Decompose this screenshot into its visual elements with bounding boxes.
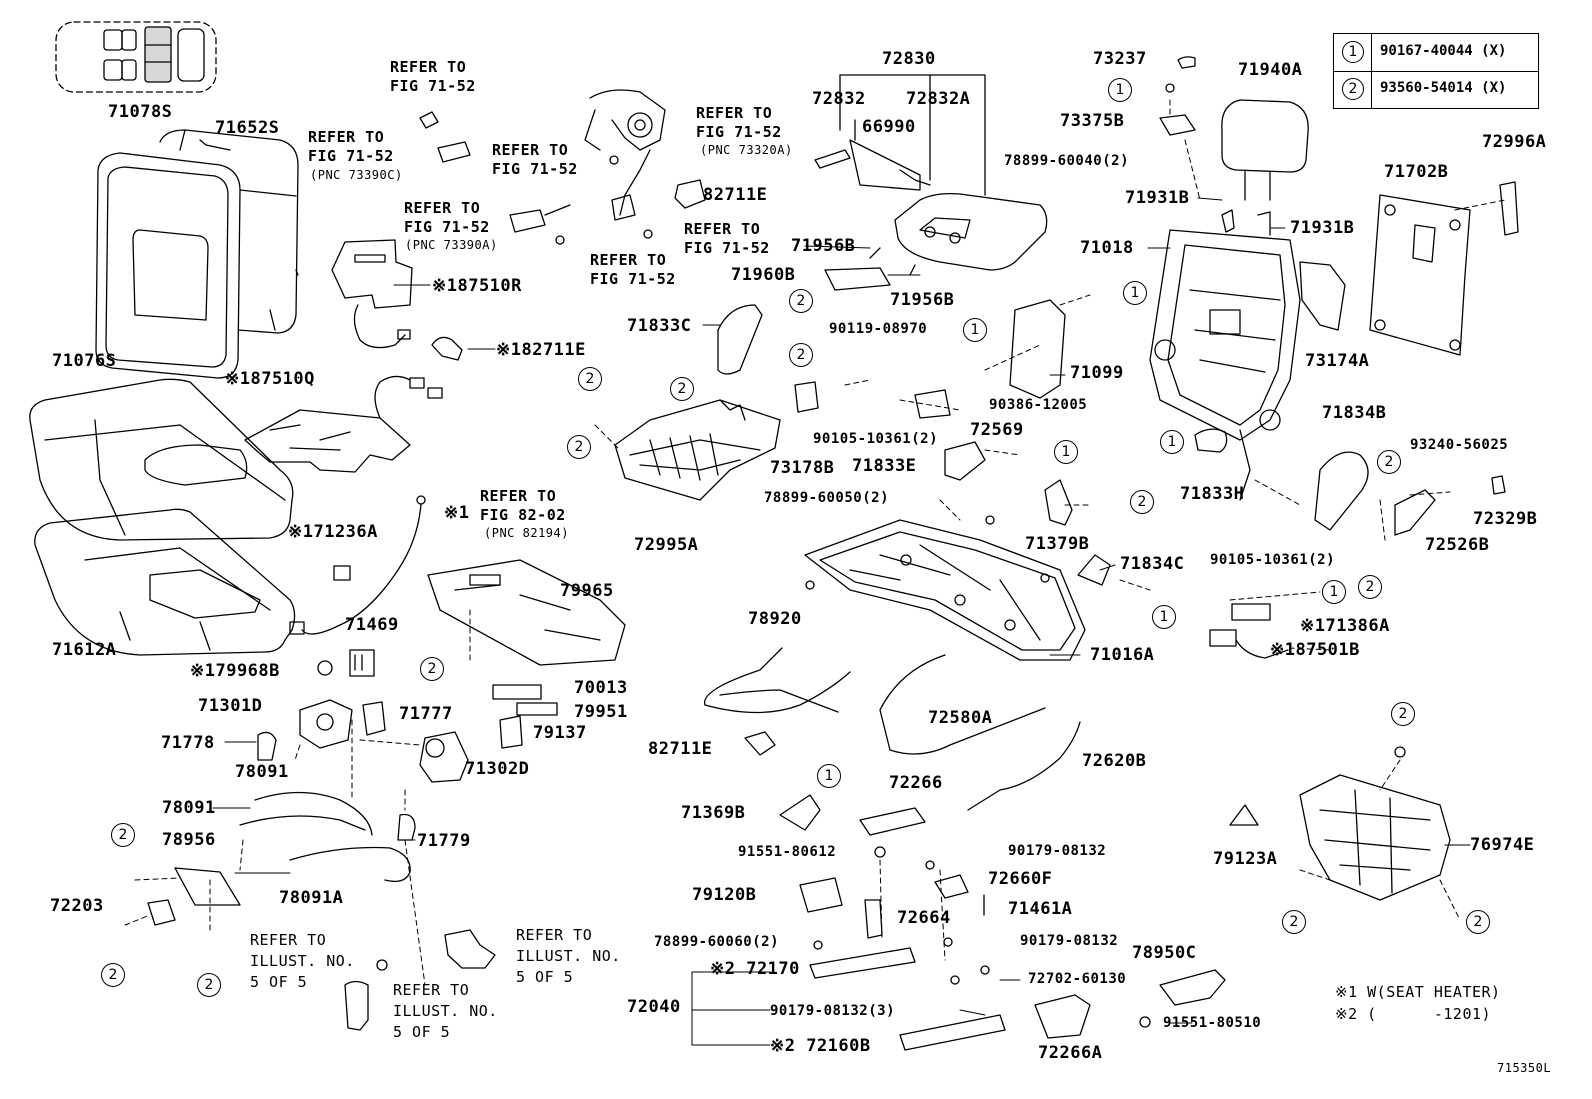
- cable-78920: [704, 647, 851, 714]
- fastener-callout: 1: [1108, 78, 1132, 102]
- recliner-cover-71834B: [1314, 451, 1369, 531]
- fastener-callout: 1: [963, 318, 987, 342]
- fastener-callout: 2: [789, 289, 813, 313]
- cushion-pan-72995A: [614, 399, 781, 501]
- legend-row-1: 1 90167-40044 (X): [1334, 34, 1538, 72]
- heater-unit-79965: [427, 559, 626, 666]
- seat-heater-back: [331, 239, 413, 349]
- callout-lines: [212, 197, 1471, 1046]
- clamp-71833H: [1194, 428, 1228, 453]
- seatbelt-buckles: [419, 89, 666, 245]
- fastener-callout: 2: [101, 963, 125, 987]
- fastener-callout: 2: [197, 973, 221, 997]
- fastener-callout: 2: [420, 657, 444, 681]
- part-ref-illust-b: [344, 980, 369, 1031]
- seat-track-72040: [799, 846, 1006, 1051]
- fastener-callout: 1: [1152, 605, 1176, 629]
- bracket-73178B: [794, 381, 819, 413]
- fastener-callout: 1: [1322, 580, 1346, 604]
- seat-back-cover: [95, 129, 299, 379]
- fastener-callout: 2: [1130, 490, 1154, 514]
- guide-73375B: [1159, 114, 1196, 136]
- fastener-legend: 1 90167-40044 (X) 2 93560-54014 (X): [1333, 33, 1539, 109]
- harness-78950C: [1139, 969, 1226, 1028]
- trim-71369B: [779, 794, 821, 831]
- connector-71469: [349, 649, 375, 677]
- leader-lines: [124, 99, 1506, 986]
- seat-back-frame: [1149, 229, 1301, 501]
- legend-part-1: 90167-40044 (X): [1380, 43, 1507, 59]
- fastener-callout: 2: [1391, 702, 1415, 726]
- bracket-79123A: [1229, 804, 1259, 826]
- bracket-72569: [914, 389, 951, 419]
- seat-pan-76974E: [1299, 746, 1451, 901]
- pad-70013: [492, 684, 542, 700]
- fastener-callout: 1: [1123, 281, 1147, 305]
- legend-part-2: 93560-54014 (X): [1380, 80, 1507, 96]
- seat-heater-cushion: [244, 375, 443, 473]
- bracket-71834C: [1077, 554, 1111, 586]
- cap-73237: [1177, 56, 1196, 69]
- lever-72526B: [1394, 489, 1436, 536]
- legend-key-1: 1: [1342, 41, 1364, 63]
- trim-71833E: [944, 441, 986, 481]
- track-78956: [147, 867, 241, 926]
- bracket-82711E: [674, 179, 706, 209]
- fastener-callout: 2: [111, 823, 135, 847]
- cover-79137: [499, 715, 523, 749]
- harness-171386A: [1209, 603, 1289, 659]
- legend-row-2: 2 93560-54014 (X): [1334, 71, 1538, 108]
- seatback-board: [1369, 181, 1519, 356]
- cables-72580A-72620B: [879, 654, 1081, 811]
- clip-182711E: [431, 336, 463, 361]
- fastener-callout: 1: [1160, 430, 1184, 454]
- part-ref-illust-a: [444, 929, 496, 969]
- pad-79951: [516, 702, 558, 716]
- legend-key-2: 2: [1342, 78, 1364, 100]
- bracket-73174A: [1299, 261, 1346, 331]
- seat-cushion-cover: [29, 378, 296, 656]
- headrest-71940A: [1221, 99, 1309, 236]
- fastener-callout: 2: [789, 343, 813, 367]
- pad-72266A: [1034, 994, 1091, 1039]
- recliner-mechanism: [257, 699, 469, 841]
- trim-71833C: [717, 304, 763, 375]
- cap-72329B: [1491, 475, 1506, 495]
- fastener-callout: 2: [1358, 575, 1382, 599]
- pad-72266: [859, 807, 926, 836]
- fastener-callout: 2: [1282, 910, 1306, 934]
- bracket-82711E-b: [744, 731, 776, 756]
- heater-wire-harness: [289, 495, 426, 676]
- control-cables-78091: [239, 791, 411, 883]
- fastener-callout: 1: [817, 764, 841, 788]
- armrest-assembly: [814, 74, 1048, 291]
- fastener-callout: 1: [1054, 440, 1078, 464]
- bracket-71379B: [1044, 479, 1073, 526]
- fastener-callout: 2: [567, 435, 591, 459]
- fastener-callout: 2: [1466, 910, 1490, 934]
- fastener-callout: 2: [670, 377, 694, 401]
- fastener-callout: 2: [1377, 450, 1401, 474]
- vehicle-seat-icon: [55, 21, 217, 93]
- seat-lower-frame: [804, 515, 1086, 661]
- cover-71099: [1009, 299, 1066, 399]
- fastener-callout: 2: [578, 367, 602, 391]
